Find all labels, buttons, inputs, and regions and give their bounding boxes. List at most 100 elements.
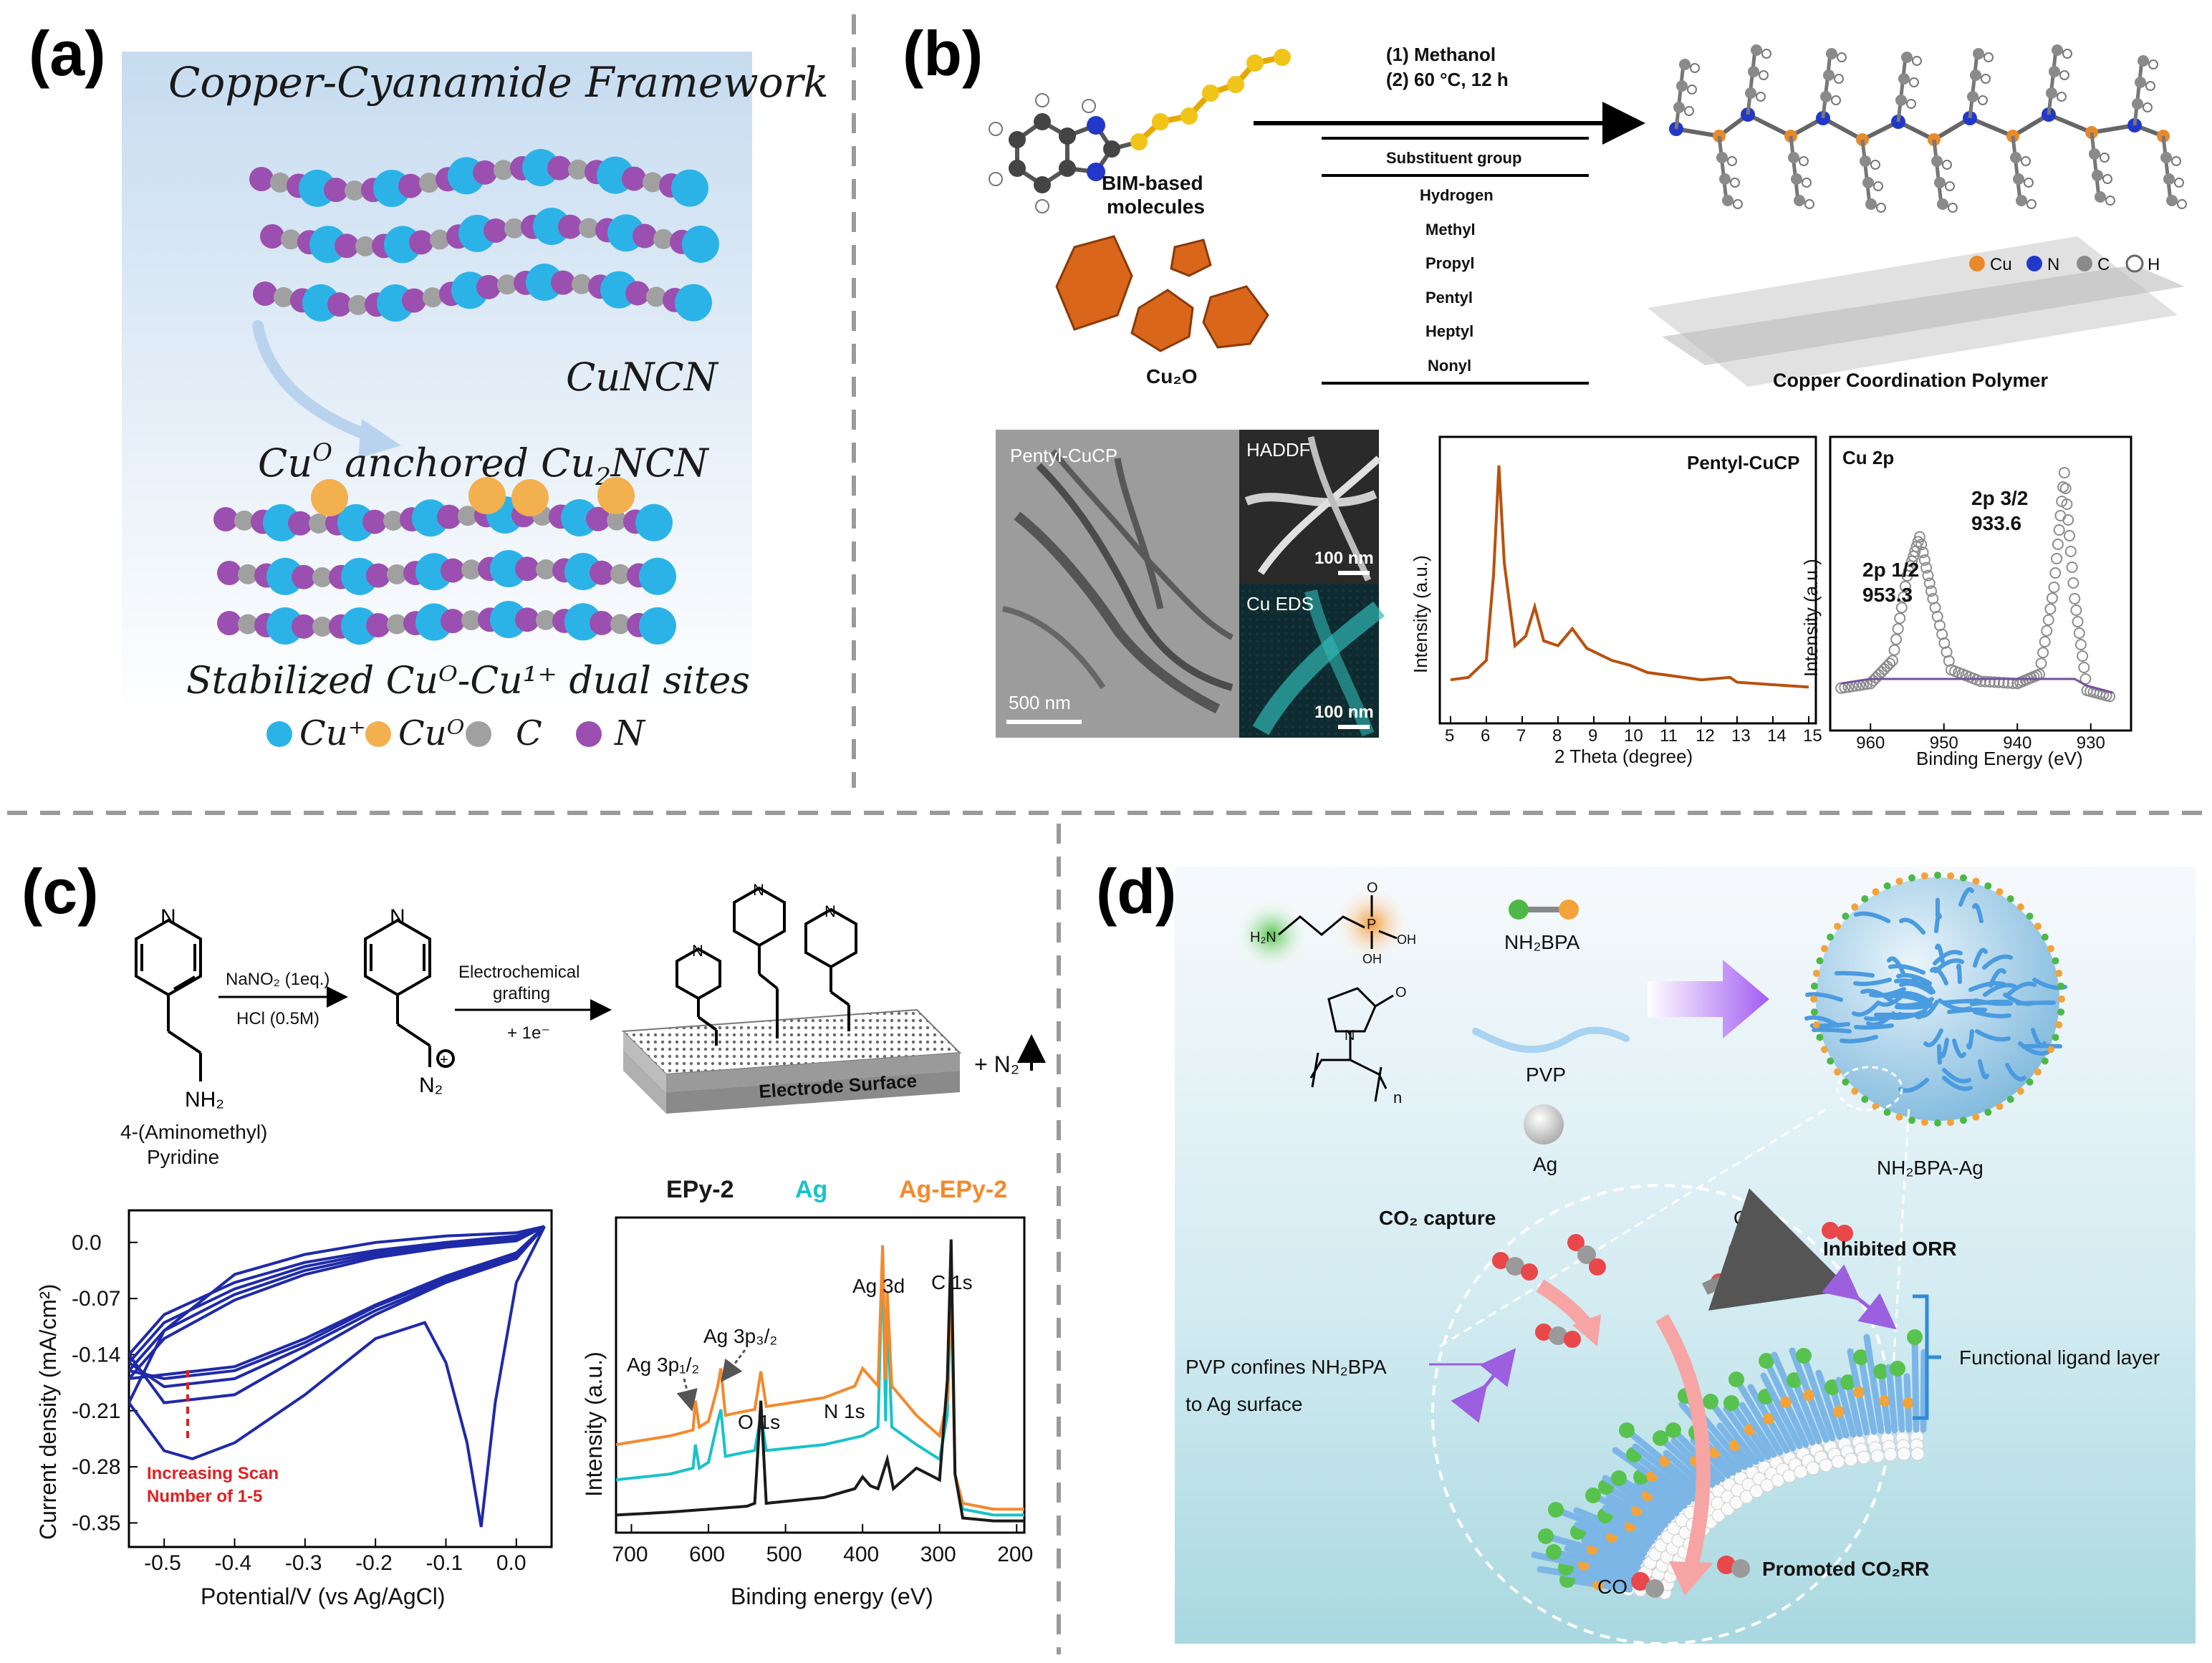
xps-survey-x-tick-label: 500 [766,1543,802,1566]
pvp-chain [1634,1479,1683,1513]
ligand-dot [1996,1102,2004,1110]
polymer-carbon [2095,191,2106,203]
lattice-atom [217,611,241,635]
peak-o1s: O 1s [738,1411,780,1433]
ligand-dot [2006,895,2014,903]
xps-legend-ag: Ag [795,1176,827,1203]
atom-yellow [1130,133,1148,150]
xrd-x-tick-label: 15 [1803,726,1822,746]
o2-label: O₂ [1733,1207,1757,1229]
pvp-strand [1854,1023,1894,1030]
pvp-chain [1911,1334,1920,1433]
pvp-wave [1472,1026,1630,1054]
lattice-atom [423,287,443,308]
pvp-strand [2006,981,2037,997]
polymer-carbon [2052,44,2063,56]
zoom-line-1 [1439,1105,1831,1348]
xps-data-point [2078,662,2090,673]
pvp-chain [1590,1492,1665,1532]
xps-data-point [1870,672,1882,684]
xps-data-point [2077,650,2089,662]
lattice-atom [490,601,527,639]
atom-h [1035,93,1049,107]
pvp-strand [1895,1003,1935,1010]
lattice-atom [260,224,284,249]
xps-data-point [1925,585,1938,597]
cu0-atom [468,477,506,514]
ligand-dot [1984,1109,1992,1117]
nh2-head [1611,1470,1627,1486]
co-product [1631,1572,1664,1598]
polymer-carbon [2166,195,2178,206]
polymer-carbon [1791,173,1802,185]
lattice-atom [387,564,407,584]
polymer-bond [1746,49,1757,115]
ligand-dot [2041,933,2049,941]
panel-d-letter: (d) [1096,856,1176,927]
pvp-chain [1894,1365,1905,1433]
lattice-atom [312,567,332,587]
ligand-dot [1810,996,1817,1003]
ligand-dot [1872,888,1880,896]
cv-ylabel: Current density (mA/cm²) [35,1284,61,1540]
lattice-atom [610,564,630,584]
polymer-hydrogen [1727,156,1737,166]
legend-h-label: H [2148,255,2160,274]
polymer-legend: Cu N C H [1969,254,2160,274]
polymer-hydrogen [1733,199,1743,209]
ligand-dot [1895,1113,1903,1121]
xps-data-point [2052,539,2064,550]
ligand-dot [1842,912,1850,920]
lattice-atom [234,510,254,531]
peak-ag3p12: Ag 3p₁/₂ [627,1354,699,1376]
xps-x-tick-label: 950 [1930,733,1958,753]
xrd-x-tick-label: 8 [1552,726,1562,746]
xps-peak2-value: 933.6 [1971,512,2021,534]
pvp-strand [1942,1068,1971,1084]
lattice-atom [572,274,592,294]
lattice-atom [398,173,423,198]
lattice-atom [622,166,646,191]
xrd-frame [1438,435,1817,725]
polymer-bond [1932,139,1943,205]
polymer-hydrogen [2026,199,2037,209]
cu2o-crystals [1055,235,1269,352]
lattice-atom [671,169,708,207]
lattice-atom [437,504,461,529]
lattice-atom [402,288,426,313]
polymer-carbon [1751,44,1762,56]
atom-yellow [1227,76,1244,93]
pvp-chain [1573,1507,1655,1545]
peak-c1s: C 1s [931,1271,973,1293]
pvp-strand [1966,1029,1974,1050]
nh2-head [1853,1349,1869,1365]
polymer-carbon [1967,91,1978,102]
lattice-atom [409,230,433,255]
polymer-carbon [1748,66,1759,77]
lattice-atom [568,159,588,180]
polymer-carbon [1898,73,1910,85]
ligand-dot [1883,882,1891,890]
orr-arrow [1701,1188,1852,1311]
xrd-x-tick-label: 5 [1445,726,1454,746]
xps-survey-series-line [616,1239,1024,1523]
xps-data-point [2064,546,2077,557]
pvp-strand [1894,978,1931,989]
eds-label: Cu EDS [1246,593,1314,614]
xrd-x-tick-label: 10 [1624,726,1643,746]
lattice-atom [461,610,481,631]
legend-n-label: N [2047,255,2059,274]
polymer-carbon [1679,59,1691,70]
lattice-atom [526,264,563,302]
atom [1103,140,1120,158]
ag-surface-atom [1883,1447,1898,1462]
cv-series-line [129,1225,546,1381]
pvp-chain [1537,1566,1635,1588]
ligand-dot [1908,1117,1916,1124]
polymer-carbon [1895,95,1907,106]
atom-h [989,122,1003,136]
table-header: Substituent group [1386,149,1521,167]
lattice-atom [625,281,650,306]
graft-n-2: N [753,881,764,899]
diazonium-pyridine [364,918,455,1068]
